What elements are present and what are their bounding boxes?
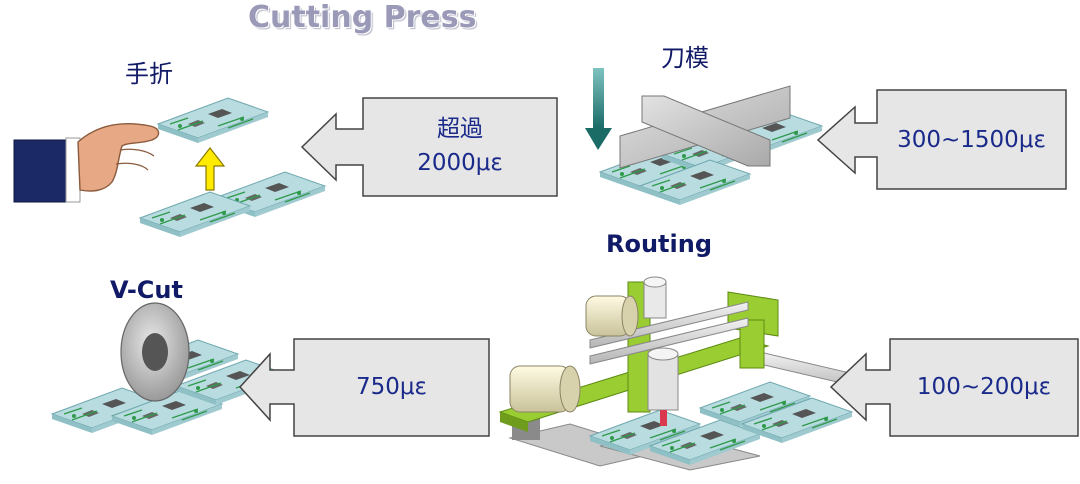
die-value: 300~1500με [877,123,1066,157]
up-arrow-icon [196,148,224,190]
routing-label: Routing [606,230,712,258]
saw-blade-icon [121,303,189,401]
routing-illustration [500,277,880,470]
hand-break-label: 手折 [125,54,173,89]
hand-icon [14,124,159,202]
hand-break-value-line1: 超過 [363,112,557,146]
down-arrow-icon [593,68,604,128]
hand-break-value-line2: 2000με [363,146,557,180]
router-bit-icon [660,410,667,426]
motor-icon [586,296,638,336]
vcut-illustration [52,303,286,435]
hand-break-illustration [14,98,325,237]
die-illustration [585,68,822,205]
page-title: Cutting Press [248,0,476,35]
motor-icon [510,366,580,412]
hand-break-value: 超過 2000με [363,112,557,180]
routing-value: 100~200με [890,370,1078,404]
vcut-label: V-Cut [110,276,183,304]
pcb-board [158,98,268,143]
down-arrow-head [585,128,612,150]
vcut-value: 750με [294,370,489,404]
die-label: 刀模 [661,38,709,73]
